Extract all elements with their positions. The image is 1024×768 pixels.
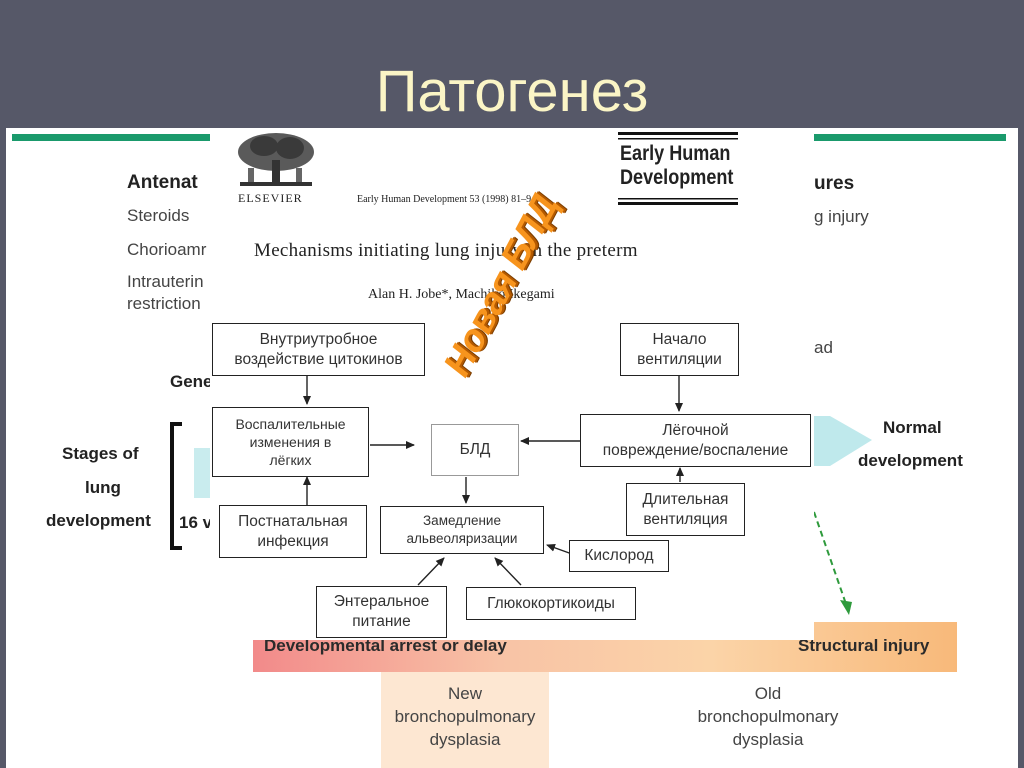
node-postnatal-infection: Постнатальная инфекция — [219, 505, 367, 558]
node-text: Глюкокортикоиды — [487, 594, 615, 612]
arrow-glucocorticoids-to-alveolarization — [494, 557, 522, 586]
new-bpd-highlight — [381, 672, 549, 768]
node-text: Замедление — [423, 513, 501, 528]
antenatal-heading: Antenat — [127, 172, 198, 193]
new-bpd-line: dysplasia — [429, 730, 501, 749]
normal-label: Normal — [883, 418, 942, 437]
node-text: инфекция — [257, 532, 329, 550]
node-enteral-nutrition: Энтеральное питание — [316, 586, 447, 638]
old-bpd-line: bronchopulmonary — [697, 707, 839, 726]
node-bpd: БЛД — [431, 424, 519, 476]
node-text: вентиляция — [643, 510, 728, 528]
journal-logo-line: Development — [620, 166, 734, 189]
new-bpd-line: bronchopulmonary — [394, 707, 536, 726]
arrow-oxygen-to-alveolarization — [546, 543, 573, 555]
journal-logo: Early Human Development — [620, 142, 733, 190]
old-bpd-label: Old bronchopulmonary dysplasia — [668, 682, 868, 751]
node-text: вентиляции — [637, 350, 722, 368]
stages-bracket — [170, 422, 182, 550]
arrow-enteral-to-alveolarization — [417, 557, 445, 586]
journal-logo-frame — [618, 132, 738, 205]
band-left-label: Developmental arrest or delay — [264, 636, 507, 655]
new-bpd-line: New — [447, 684, 482, 703]
node-text: повреждение/воспаление — [602, 441, 789, 459]
node-text: питание — [352, 613, 411, 630]
postnatal-item: g injury — [814, 207, 869, 226]
stage-arrow-fragment — [194, 448, 210, 498]
accent-line-right — [814, 134, 1006, 141]
node-text: изменения в — [249, 434, 332, 450]
paper-citation: Early Human Development 53 (1998) 81–94 — [357, 194, 537, 205]
stages-label: lung — [85, 478, 121, 497]
old-bpd-line: dysplasia — [732, 730, 804, 749]
publisher-name: ELSEVIER — [238, 191, 303, 205]
antenatal-item: Steroids — [127, 206, 190, 225]
antenatal-item: Chorioamr — [127, 240, 207, 259]
weeks-label: 16 v — [179, 513, 213, 532]
stages-label: development — [46, 511, 151, 530]
postnatal-item: ad — [814, 338, 833, 357]
old-bpd-line: Old — [754, 684, 782, 703]
node-text: Лёгочной — [662, 421, 729, 439]
node-text: Энтеральное — [333, 593, 430, 610]
paper-authors: Alan H. Jobe*, Machiko Ikegami — [368, 287, 555, 302]
node-text: лёгких — [269, 452, 312, 468]
dashed-arrowhead — [840, 600, 852, 615]
slide-header — [0, 0, 1024, 128]
slide-title: Патогенез — [375, 59, 649, 124]
node-text: Длительная — [642, 490, 729, 508]
postnatal-heading: ures — [814, 173, 855, 194]
elsevier-tree-logo — [238, 133, 314, 186]
normal-arrow-head — [814, 416, 872, 466]
node-text: воздействие цитокинов — [234, 350, 403, 368]
node-text: альвеоляризации — [406, 531, 518, 546]
right-border — [1018, 128, 1024, 768]
node-text: БЛД — [459, 441, 491, 458]
band-right-label: Structural injury — [798, 636, 930, 655]
left-border — [0, 128, 6, 768]
node-lung-injury: Лёгочной повреждение/воспаление — [580, 414, 811, 467]
antenatal-item: restriction — [127, 294, 201, 313]
node-long-ventilation: Длительная вентиляция — [626, 483, 745, 536]
node-cytokines: Внутриутробное воздействие цитокинов — [212, 323, 425, 376]
accent-line-left — [12, 134, 210, 141]
node-ventilation-start: Начало вентиляции — [620, 323, 739, 376]
node-alveolarization: Замедление альвеоляризации — [380, 506, 544, 554]
node-oxygen: Кислород — [569, 540, 669, 572]
stages-label: Stages of — [62, 444, 139, 463]
normal-label: development — [858, 451, 963, 470]
journal-logo-line: Early Human — [620, 142, 731, 165]
node-glucocorticoids: Глюкокортикоиды — [466, 587, 636, 620]
node-inflammation: Воспалительные изменения в лёгких — [212, 407, 369, 477]
new-bpd-label: New bronchopulmonary dysplasia — [381, 682, 549, 751]
node-text: Начало — [652, 330, 707, 348]
node-text: Внутриутробное — [259, 330, 378, 348]
dashed-arrow — [813, 511, 847, 605]
paper-title: Mechanisms initiating lung injury in the… — [254, 240, 638, 261]
genetic-label: Gene — [170, 372, 213, 391]
node-text: Постнатальная — [238, 512, 348, 530]
antenatal-item: Intrauterin — [127, 272, 204, 291]
node-text: Кислород — [584, 547, 654, 564]
node-text: Воспалительные — [235, 416, 346, 432]
